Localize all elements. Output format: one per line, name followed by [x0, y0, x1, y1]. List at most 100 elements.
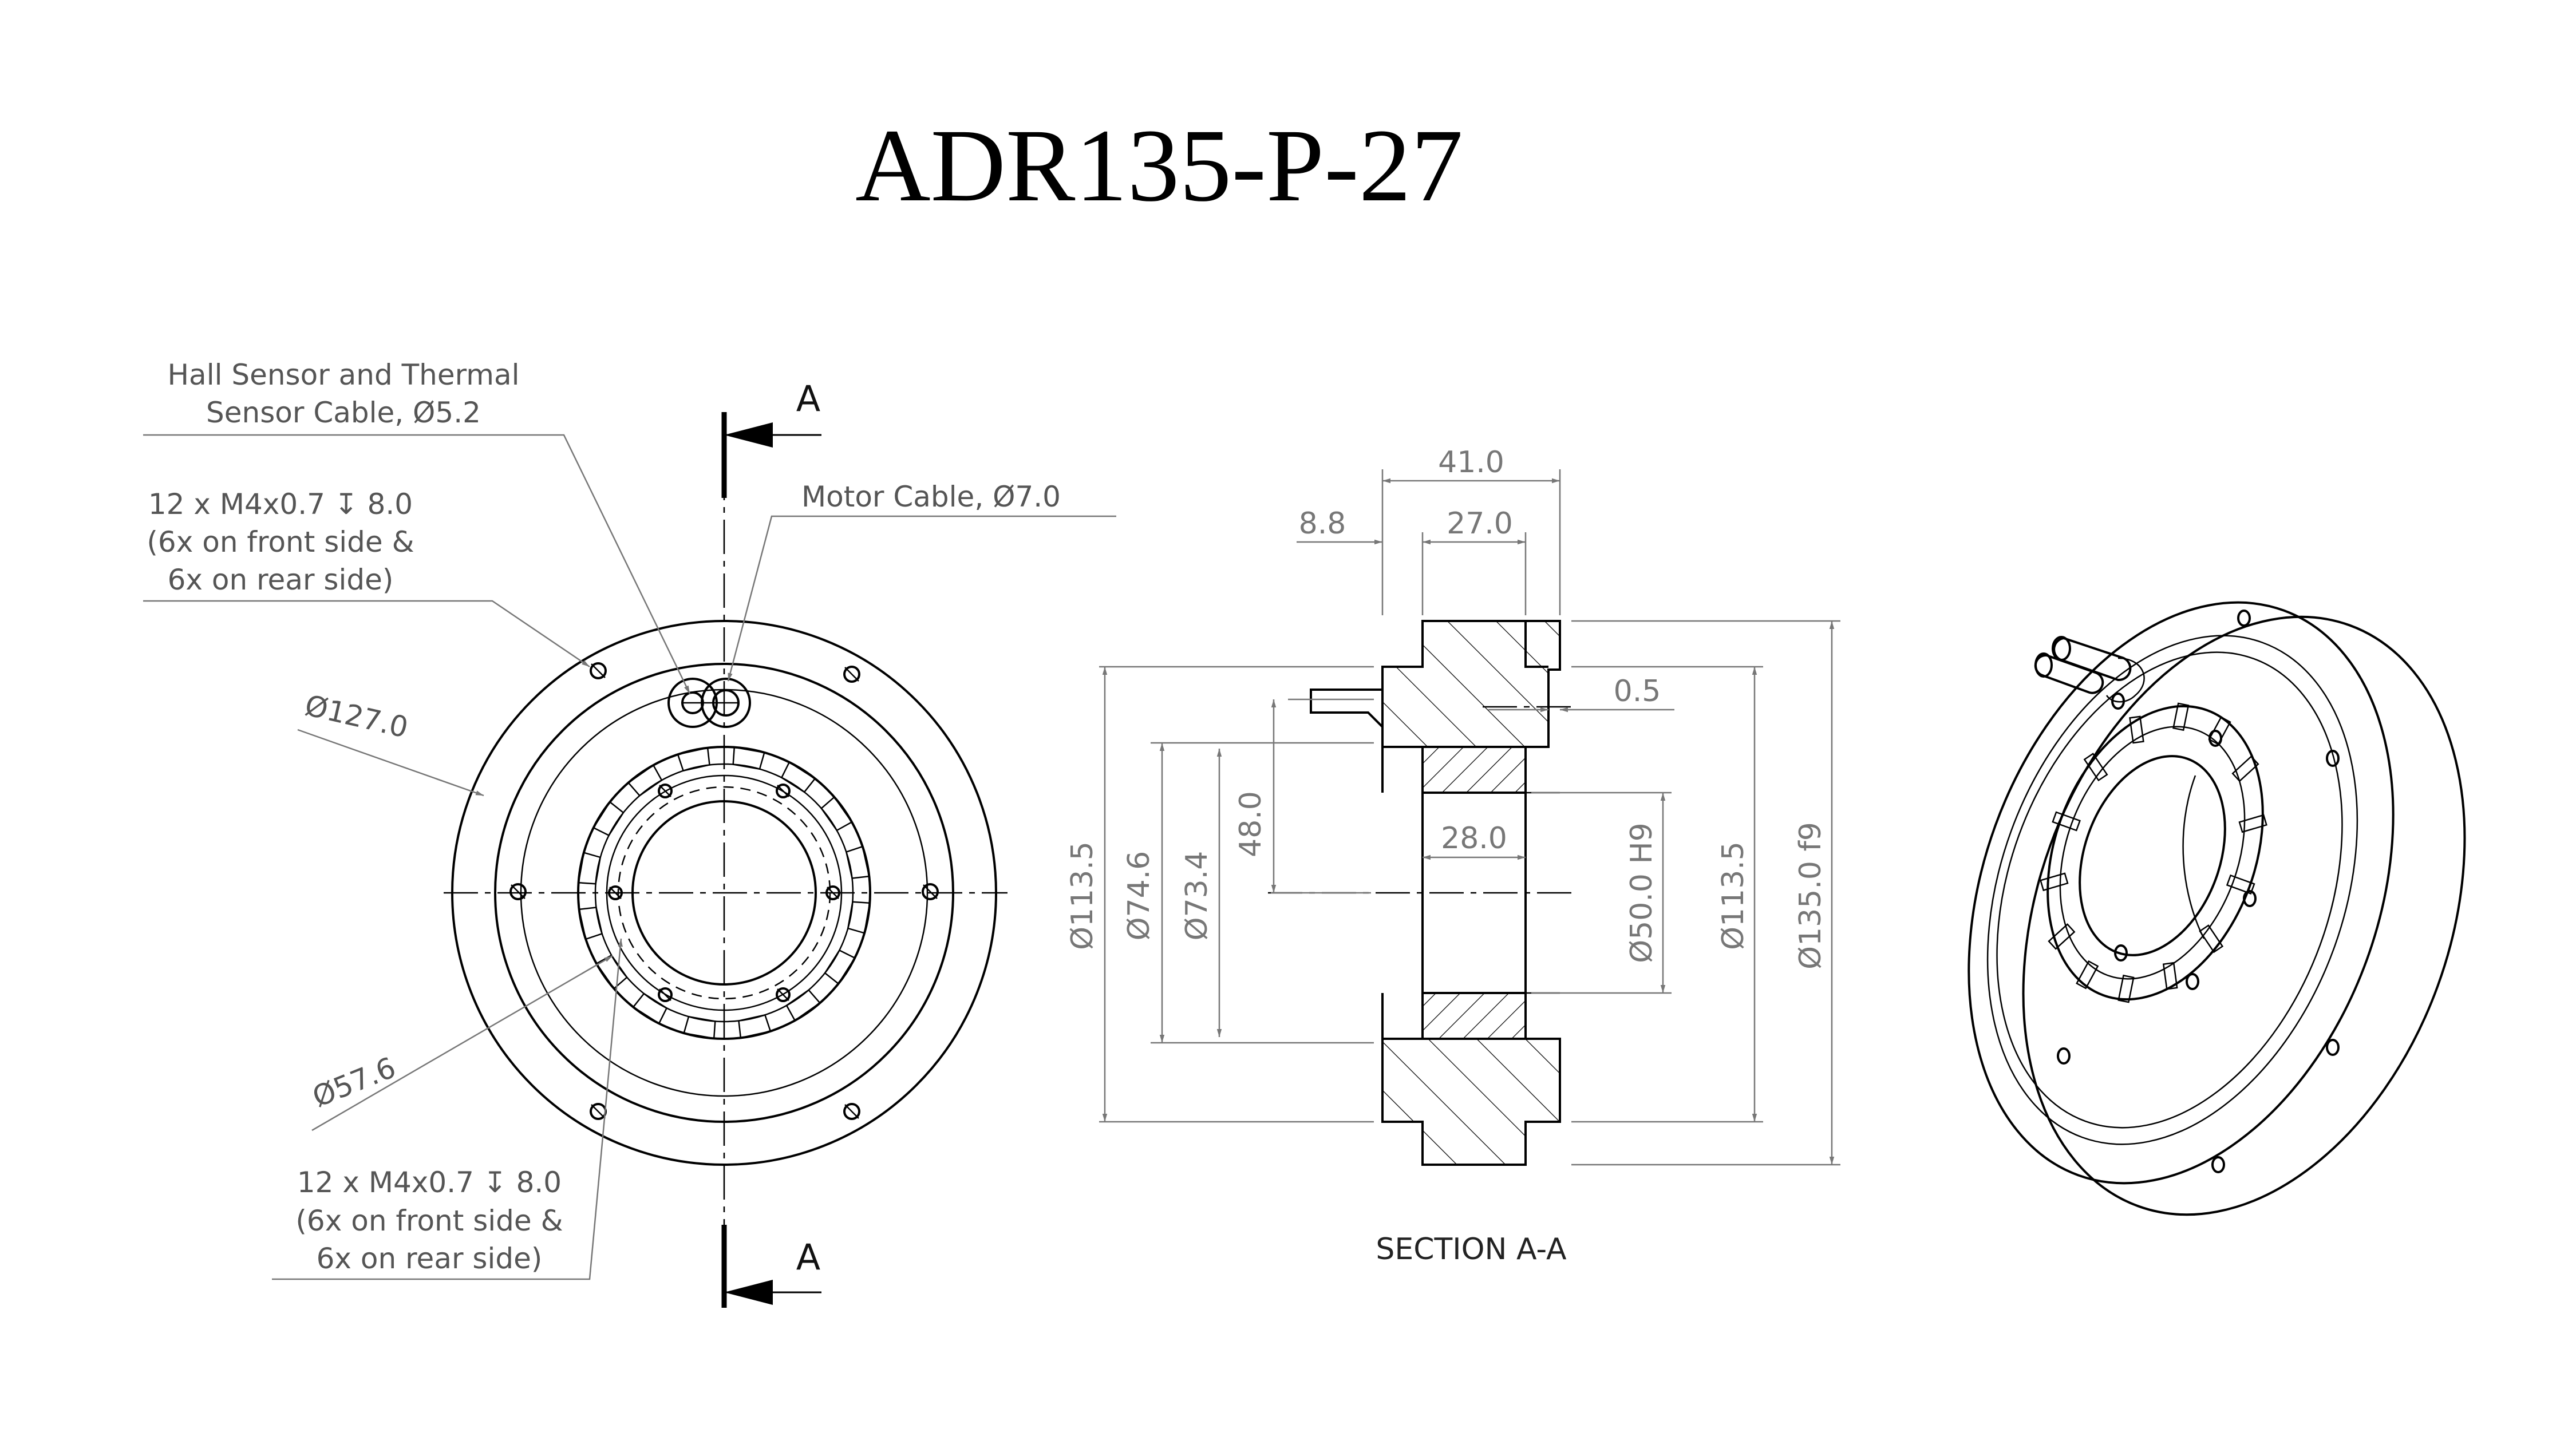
holes-top-leader — [143, 600, 590, 668]
iso-rotor-teeth — [2040, 702, 2267, 1003]
section-arrow-bottom — [724, 1280, 773, 1305]
iso-hole — [2186, 973, 2199, 990]
iso-tooth — [2129, 715, 2144, 744]
holes-top-line1: 12 x M4x0.7 ↧ 8.0 — [148, 488, 413, 521]
rotor-tooth — [780, 761, 816, 793]
iso-hole — [2326, 750, 2340, 767]
iso-tooth — [2172, 702, 2190, 731]
iso-bore-inner-edge — [2182, 775, 2205, 939]
rotor-teeth — [578, 746, 871, 1039]
iso-tooth — [2238, 814, 2267, 833]
dim-113-5-left: Ø113.5 — [1065, 841, 1100, 950]
dim-41: 41.0 — [1438, 445, 1504, 480]
dim-135-f9: Ø135.0 f9 — [1793, 822, 1828, 970]
dim-73-4: Ø73.4 — [1180, 851, 1214, 941]
dim-8-8: 8.8 — [1299, 507, 1346, 541]
motor-cable-leader — [727, 515, 1116, 682]
rotor-tooth — [732, 746, 765, 770]
rotor-tooth — [627, 764, 663, 797]
rotor-tooth — [824, 949, 856, 985]
holes-top-line3: 6x on rear side) — [168, 563, 394, 596]
iso-rotor-ring — [2059, 726, 2246, 980]
iso-front-face — [1967, 601, 2395, 1185]
section-bearing-lower — [1421, 992, 1527, 1040]
rotor-tooth — [820, 796, 853, 832]
rotor-bolt-hole — [658, 784, 673, 798]
iso-tooth — [2208, 716, 2231, 745]
dia-outer-leader — [297, 729, 484, 797]
section-bearing-upper — [1421, 746, 1527, 794]
section-lower-housing — [1381, 1038, 1561, 1166]
iso-tooth — [2162, 962, 2178, 990]
bolt-hole — [509, 883, 527, 900]
section-arrow-top — [724, 422, 773, 448]
iso-hole — [2114, 944, 2128, 962]
hall-cable-label-line2: Sensor Cable, Ø5.2 — [206, 396, 481, 429]
iso-hole — [2057, 1047, 2071, 1065]
dim-28: 28.0 — [1441, 821, 1507, 856]
dia-outer-label: Ø127.0 — [302, 689, 411, 745]
rotor-tooth — [785, 989, 821, 1022]
hall-cable-leader — [143, 434, 691, 694]
iso-tooth — [2076, 960, 2099, 990]
iso-flange-ring — [1986, 635, 2358, 1145]
hall-cable-label-line1: Hall Sensor and Thermal — [167, 358, 519, 391]
iso-tooth — [2231, 755, 2259, 782]
rotor-tooth — [632, 992, 668, 1025]
rotor-tooth — [595, 954, 628, 990]
holes-bottom-line1: 12 x M4x0.7 ↧ 8.0 — [297, 1166, 562, 1199]
front-view: A A Hall Sensor and Thermal Sensor Cable… — [143, 358, 1116, 1308]
section-caption: SECTION A-A — [1376, 1232, 1567, 1267]
iso-hole — [2211, 1156, 2225, 1173]
rotor-tooth — [578, 907, 603, 940]
iso-tooth — [2199, 924, 2224, 954]
rotor-tooth — [847, 901, 871, 934]
dim-50-h9: Ø50.0 H9 — [1625, 822, 1659, 963]
iso-tooth — [2048, 923, 2076, 950]
dia-inner-leader — [311, 955, 613, 1132]
iso-tooth — [2083, 753, 2108, 782]
dim-0-5: 0.5 — [1614, 674, 1661, 709]
rotor-bolt-hole — [776, 987, 791, 1002]
dia-inner-label: Ø57.6 — [308, 1051, 400, 1114]
drawing-title: ADR135-P-27 — [855, 108, 1463, 223]
rotor-tooth — [845, 845, 870, 879]
iso-tooth — [2052, 811, 2081, 832]
isometric-view — [1967, 601, 2466, 1216]
rotor-tooth — [683, 1015, 716, 1039]
section-cable-stub — [1310, 689, 1384, 728]
rotor-tooth — [677, 747, 710, 772]
dim-74-6: Ø74.6 — [1122, 851, 1156, 941]
iso-bore — [2079, 755, 2226, 956]
bolt-hole — [843, 666, 860, 683]
dim-27: 27.0 — [1447, 507, 1513, 541]
bolt-hole — [590, 662, 607, 679]
rotor-tooth — [738, 1014, 772, 1039]
section-letter-bottom: A — [796, 1236, 820, 1278]
iso-hole — [2243, 890, 2257, 907]
rotor-bolt-hole — [658, 987, 673, 1002]
motor-cable-label: Motor Cable, Ø7.0 — [801, 480, 1061, 513]
section-view: 41.0 8.8 27.0 0.5 28.0 48.0 Ø113.5 — [1065, 445, 1840, 1267]
bolt-hole — [922, 883, 939, 900]
iso-rotor-outer — [2046, 705, 2264, 1001]
section-dimensions: 41.0 8.8 27.0 0.5 28.0 48.0 Ø113.5 — [1065, 445, 1840, 1166]
dim-113-5-right: Ø113.5 — [1716, 841, 1751, 950]
iso-hole — [2237, 610, 2251, 627]
holes-top-line2: (6x on front side & — [147, 525, 414, 559]
iso-tooth — [2040, 872, 2069, 892]
holes-bottom-line2: (6x on front side & — [295, 1204, 563, 1237]
iso-hole — [2208, 730, 2222, 747]
iso-tooth — [2117, 974, 2135, 1003]
iso-back-rim — [2022, 615, 2466, 1216]
section-letter-top: A — [796, 378, 820, 420]
section-upper-housing — [1381, 620, 1561, 748]
iso-flange-ring-2 — [1996, 651, 2343, 1129]
rotor-tooth — [578, 852, 602, 885]
iso-cable-stubs — [2034, 636, 2145, 703]
iso-tooth — [2226, 874, 2255, 895]
holes-bottom-leader — [272, 938, 623, 1280]
rotor-tooth — [592, 801, 625, 837]
holes-bottom-line3: 6x on rear side) — [317, 1242, 543, 1275]
